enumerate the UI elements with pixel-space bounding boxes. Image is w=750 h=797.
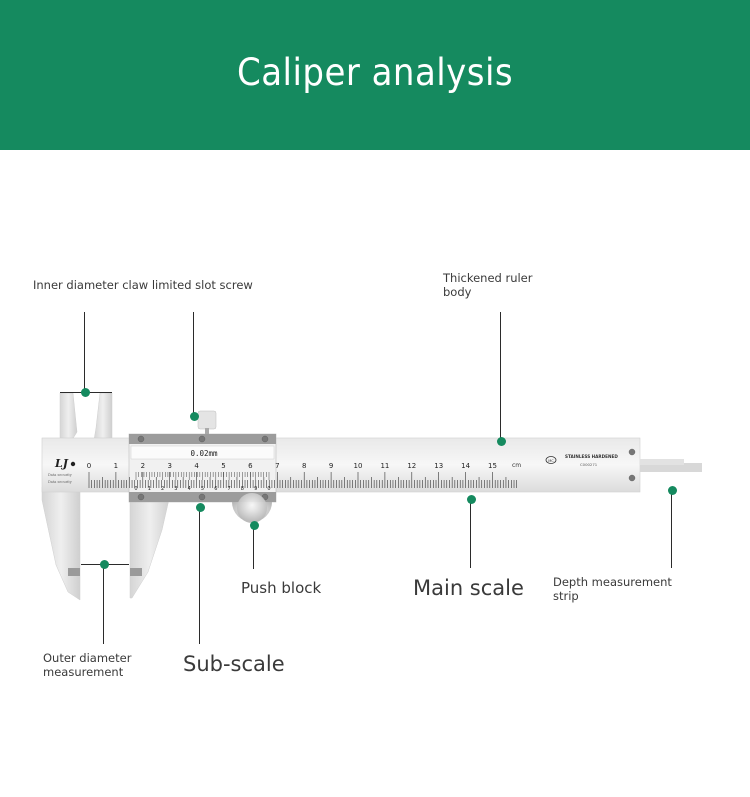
leader-lock-screw: [193, 312, 195, 416]
depth-strip: [640, 463, 702, 472]
main-scale-number: 5: [221, 462, 225, 470]
page-title: Caliper analysis: [236, 50, 514, 94]
vernier-number: 2: [161, 486, 164, 492]
vernier-number: 1: [148, 486, 151, 492]
vernier-number: 0: [267, 486, 270, 492]
cert-mark: MC: [548, 459, 554, 463]
material-text: STAINLESS HARDENED: [565, 454, 618, 459]
serial-text: C000271: [580, 462, 598, 467]
label-push-block: Push block: [241, 579, 322, 597]
outer-jaw-moving: [129, 494, 171, 599]
main-scale-number: 6: [248, 462, 253, 470]
marker-depth-strip: [667, 485, 677, 495]
lock-screw: [197, 410, 217, 430]
vernier-number: 8: [241, 486, 244, 492]
main-scale-number: 13: [434, 462, 443, 470]
main-scale-number: 9: [329, 462, 333, 470]
inner-jaw-fixed: [59, 392, 78, 441]
leader-depth-strip: [671, 490, 673, 568]
main-scale-number: 10: [354, 462, 363, 470]
vernier-number: 4: [188, 486, 191, 492]
marker-main-scale: [466, 494, 476, 504]
main-scale-ticks: [88, 472, 518, 488]
vernier-number: 6: [214, 486, 217, 492]
marker-ruler-body: [496, 436, 506, 446]
vernier-scale-ticks: [135, 472, 270, 480]
outer-jaw-fixed: [41, 486, 81, 601]
main-scale-number: 15: [488, 462, 497, 470]
main-scale-number: 8: [302, 462, 306, 470]
leader-main-scale: [470, 499, 472, 568]
main-scale-number: 7: [275, 462, 279, 470]
vernier-number: 5: [201, 486, 204, 492]
main-scale-number: 0: [87, 462, 91, 470]
leader-ruler-body: [500, 312, 502, 440]
marker-lock-screw: [189, 411, 199, 421]
marker-inner-jaw: [80, 387, 90, 397]
inner-jaw-moving: [93, 392, 113, 441]
marker-outer-jaw: [99, 559, 109, 569]
main-scale-number: 11: [380, 462, 389, 470]
label-inner-diameter-screw: Inner diameter claw limited slot screw: [33, 278, 253, 292]
marker-push-block: [249, 520, 259, 530]
vernier-slider: [128, 433, 277, 503]
vernier-number: 7: [228, 486, 231, 492]
main-scale-number: 4: [194, 462, 199, 470]
label-sub-scale: Sub-scale: [183, 652, 285, 676]
vernier-number: 3: [174, 486, 177, 492]
main-scale-number: 2: [141, 462, 145, 470]
marker-sub-scale: [195, 502, 205, 512]
main-scale-number: 3: [167, 462, 171, 470]
leader-sub-scale: [199, 507, 201, 644]
scale-unit: cm: [512, 462, 521, 469]
vernier-scale-numbers: 0 1 2 3 4 5 6 7 8 9 0: [134, 486, 270, 492]
vernier-resolution: 0.02mm: [190, 449, 218, 458]
label-depth-strip: Depth measurement strip: [553, 575, 672, 604]
leader-push-block: [253, 525, 255, 569]
leader-outer-jaw: [103, 564, 105, 644]
brand-mark: LJ: [54, 457, 69, 470]
vernier-number: 9: [254, 486, 257, 492]
main-scale-number: 1: [114, 462, 118, 470]
vernier-number: 0: [134, 486, 137, 492]
label-main-scale: Main scale: [413, 576, 524, 600]
label-thickened-ruler-body: Thickened ruler body: [443, 271, 533, 300]
leader-inner-jaw: [84, 312, 86, 392]
main-scale-number: 12: [407, 462, 416, 470]
label-outer-diameter: Outer diameter measurement: [43, 651, 132, 680]
main-scale-number: 14: [461, 462, 470, 470]
header-banner: Caliper analysis: [0, 0, 750, 150]
brand-sub-1: Data security: [48, 473, 72, 477]
brand-sub-2: Data security: [48, 480, 72, 484]
